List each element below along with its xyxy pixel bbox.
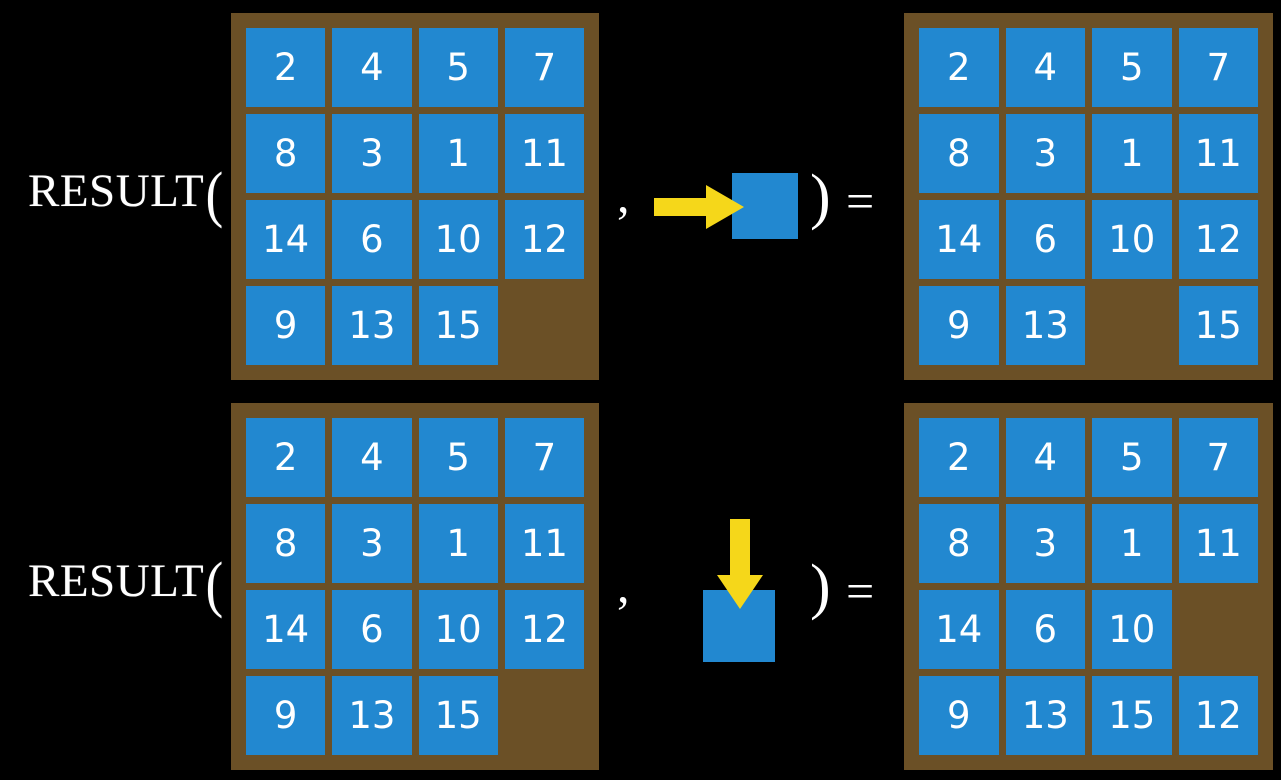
output-board-top: 2 4 5 7 8 3 1 11 14 6 10 12 9 13 15 (904, 13, 1273, 380)
output-board-bottom-grid: 2 4 5 7 8 3 1 11 14 6 10 9 13 15 12 (919, 418, 1258, 755)
tile[interactable]: 9 (246, 676, 326, 755)
open-paren-top: ( (205, 161, 224, 229)
move-glyph-bottom (690, 500, 810, 680)
tile[interactable]: 11 (1178, 114, 1258, 193)
tile[interactable]: 5 (418, 418, 498, 497)
arrow-right-icon (654, 185, 744, 229)
tile[interactable]: 1 (1092, 114, 1172, 193)
input-board-top: 2 4 5 7 8 3 1 11 14 6 10 12 9 13 15 (231, 13, 599, 380)
comma-separator-top: , (617, 167, 630, 223)
tile[interactable]: 12 (504, 200, 584, 279)
output-board-top-grid: 2 4 5 7 8 3 1 11 14 6 10 12 9 13 15 (919, 28, 1258, 365)
tile[interactable]: 14 (919, 200, 999, 279)
tile[interactable]: 12 (1178, 676, 1258, 755)
tile[interactable]: 3 (1005, 504, 1085, 583)
tile[interactable]: 12 (504, 590, 584, 669)
tile[interactable]: 5 (1092, 28, 1172, 107)
tile[interactable]: 10 (418, 200, 498, 279)
equals-sign-bottom: = (846, 563, 875, 619)
tile[interactable]: 7 (504, 28, 584, 107)
tile[interactable]: 6 (1005, 590, 1085, 669)
tile[interactable]: 2 (246, 418, 326, 497)
tile[interactable]: 8 (246, 114, 326, 193)
tile[interactable]: 3 (1005, 114, 1085, 193)
tile[interactable]: 15 (418, 286, 498, 365)
tile[interactable]: 11 (504, 114, 584, 193)
equals-sign-top: = (846, 173, 875, 229)
tile[interactable]: 14 (919, 590, 999, 669)
equation-row-top: RESULT( 2 4 5 7 8 3 1 11 14 6 10 12 9 13… (28, 13, 1273, 380)
input-board-bottom-grid: 2 4 5 7 8 3 1 11 14 6 10 12 9 13 15 (246, 418, 584, 755)
tile[interactable]: 13 (332, 676, 412, 755)
tile[interactable]: 4 (332, 28, 412, 107)
tile[interactable]: 14 (246, 590, 326, 669)
tile[interactable]: 14 (246, 200, 326, 279)
tile[interactable]: 1 (418, 114, 498, 193)
tile[interactable]: 4 (1005, 28, 1085, 107)
tile[interactable]: 3 (332, 114, 412, 193)
open-paren-bottom: ( (205, 551, 224, 619)
tile[interactable]: 2 (919, 418, 999, 497)
move-glyph-top (650, 150, 800, 260)
tile[interactable]: 9 (919, 286, 999, 365)
result-label-top: RESULT( (28, 164, 225, 226)
tile[interactable]: 7 (1178, 418, 1258, 497)
tile[interactable]: 12 (1178, 200, 1258, 279)
tile-empty[interactable] (505, 676, 584, 755)
tile[interactable]: 10 (1092, 200, 1172, 279)
result-label-bottom: RESULT( (28, 554, 225, 616)
tile[interactable]: 4 (1005, 418, 1085, 497)
comma-separator-bottom: , (617, 557, 630, 613)
tile[interactable]: 9 (246, 286, 326, 365)
tile[interactable]: 6 (1005, 200, 1085, 279)
result-label-word-bottom: RESULT (28, 555, 205, 607)
tile[interactable]: 1 (1092, 504, 1172, 583)
tile[interactable]: 11 (504, 504, 584, 583)
tile[interactable]: 2 (919, 28, 999, 107)
tile[interactable]: 10 (418, 590, 498, 669)
tile-empty[interactable] (1179, 590, 1259, 669)
tile[interactable]: 8 (919, 504, 999, 583)
result-label-word-top: RESULT (28, 165, 205, 217)
move-target-square-top (732, 173, 798, 239)
tile[interactable]: 10 (1092, 590, 1172, 669)
tile[interactable]: 1 (418, 504, 498, 583)
tile[interactable]: 13 (1005, 676, 1085, 755)
close-paren-bottom: ) (810, 553, 831, 621)
tile[interactable]: 15 (418, 676, 498, 755)
tile[interactable]: 6 (332, 200, 412, 279)
tile[interactable]: 6 (332, 590, 412, 669)
tile[interactable]: 3 (332, 504, 412, 583)
tile[interactable]: 15 (1178, 286, 1258, 365)
tile[interactable]: 2 (246, 28, 326, 107)
tile[interactable]: 11 (1178, 504, 1258, 583)
tile[interactable]: 7 (504, 418, 584, 497)
tile[interactable]: 13 (1005, 286, 1085, 365)
input-board-bottom: 2 4 5 7 8 3 1 11 14 6 10 12 9 13 15 (231, 403, 599, 770)
close-paren-top: ) (810, 163, 831, 231)
arrow-down-icon (717, 519, 763, 609)
tile[interactable]: 5 (1092, 418, 1172, 497)
tile-empty[interactable] (1092, 286, 1172, 365)
tile[interactable]: 7 (1178, 28, 1258, 107)
input-board-top-grid: 2 4 5 7 8 3 1 11 14 6 10 12 9 13 15 (246, 28, 584, 365)
output-board-bottom: 2 4 5 7 8 3 1 11 14 6 10 9 13 15 12 (904, 403, 1273, 770)
tile[interactable]: 8 (246, 504, 326, 583)
tile[interactable]: 4 (332, 418, 412, 497)
tile[interactable]: 5 (418, 28, 498, 107)
tile[interactable]: 15 (1092, 676, 1172, 755)
tile[interactable]: 9 (919, 676, 999, 755)
tile[interactable]: 8 (919, 114, 999, 193)
equation-row-bottom: RESULT( 2 4 5 7 8 3 1 11 14 6 10 12 9 13… (0, 390, 1281, 780)
tile[interactable]: 13 (332, 286, 412, 365)
tile-empty[interactable] (505, 286, 584, 365)
